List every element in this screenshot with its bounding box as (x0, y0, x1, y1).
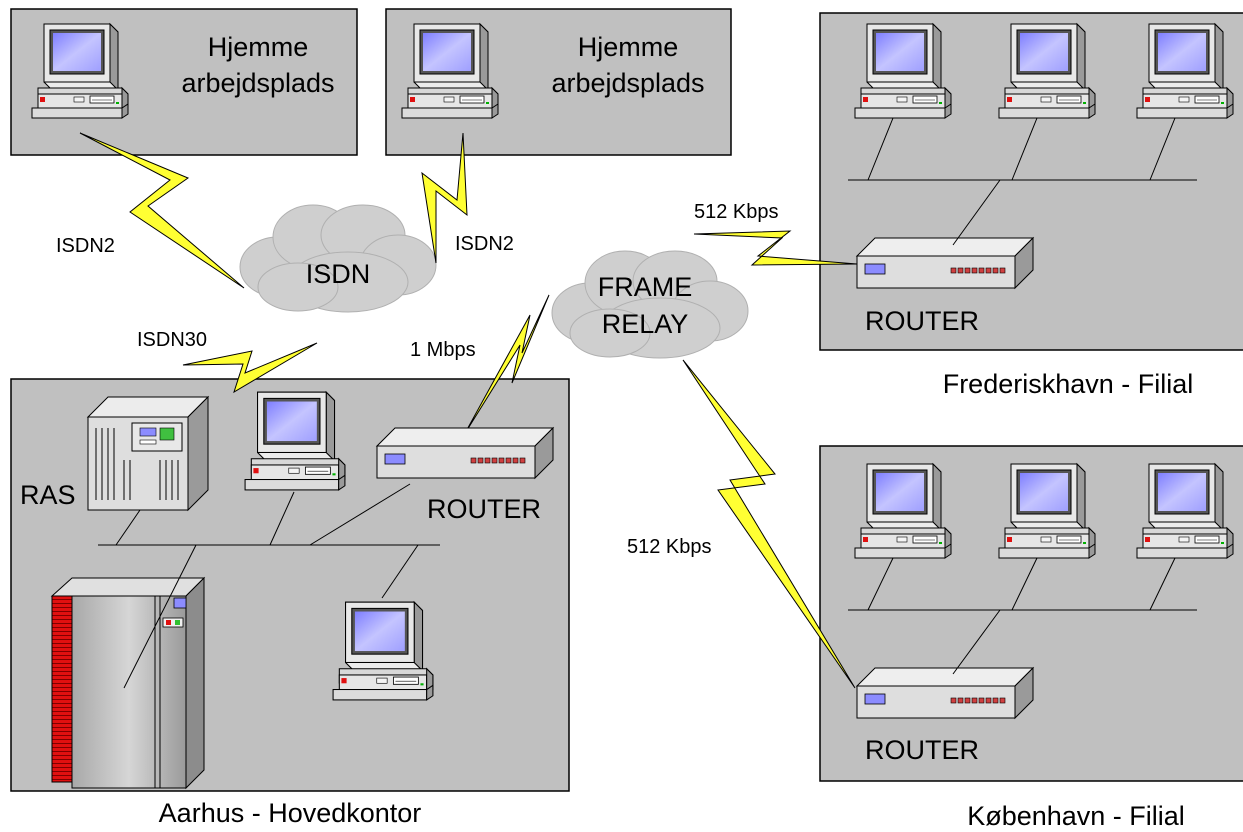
mbps1-label: 1 Mbps (410, 339, 476, 361)
mbps1-link (463, 294, 550, 436)
router-frederikshavn (856, 237, 1034, 289)
isdn2-right-label: ISDN2 (455, 233, 514, 255)
isdn2-left-label: ISDN2 (56, 235, 115, 257)
hq-caption: Aarhus - Hovedkontor (159, 798, 422, 828)
router-aarhus (376, 427, 554, 479)
frederikshavn-pc-2 (998, 23, 1096, 119)
aarhus-pc-1 (244, 391, 346, 491)
router-kobenhavn (856, 667, 1034, 719)
kbps-bottom-label: 512 Kbps (627, 536, 712, 558)
isdn2-right-link (421, 132, 468, 264)
isdn30-label: ISDN30 (137, 329, 207, 351)
ras-server (86, 395, 210, 512)
kobenhavn-pc-3 (1136, 463, 1234, 559)
ras-label: RAS (20, 480, 76, 510)
home-pc-1 (31, 23, 129, 119)
kbh-caption: København - Filial (967, 801, 1185, 831)
frederikshavn-pc-3 (1136, 23, 1234, 119)
kobenhavn-pc-1 (854, 463, 952, 559)
kbps-top-label: 512 Kbps (694, 201, 779, 223)
frame-relay-cloud (551, 250, 749, 359)
home2-label-line1: Hjemme (578, 32, 679, 62)
isdn-cloud-label: ISDN (306, 259, 371, 289)
frederikshavn-pc-1 (854, 23, 952, 119)
frame-relay-label-line1: FRAME (598, 272, 693, 302)
kbps-bottom-link (682, 359, 856, 689)
home2-label-line2: arbejdsplads (551, 68, 704, 98)
kobenhavn-pc-2 (998, 463, 1096, 559)
router-kbh-label: ROUTER (865, 735, 979, 765)
network-cables (98, 117, 1197, 689)
isdn2-left-link (79, 132, 245, 289)
router-fred-label: ROUTER (865, 306, 979, 336)
aarhus-pc-2 (332, 601, 434, 701)
home1-label-line2: arbejdsplads (181, 68, 334, 98)
home-pc-2 (401, 23, 499, 119)
router-hq-label: ROUTER (427, 494, 541, 524)
mainframe-server (50, 576, 206, 790)
fred-caption: Frederiskhavn - Filial (943, 369, 1194, 399)
isdn30-link (182, 342, 318, 394)
frame-relay-label-line2: RELAY (602, 309, 689, 339)
home1-label-line1: Hjemme (208, 32, 309, 62)
